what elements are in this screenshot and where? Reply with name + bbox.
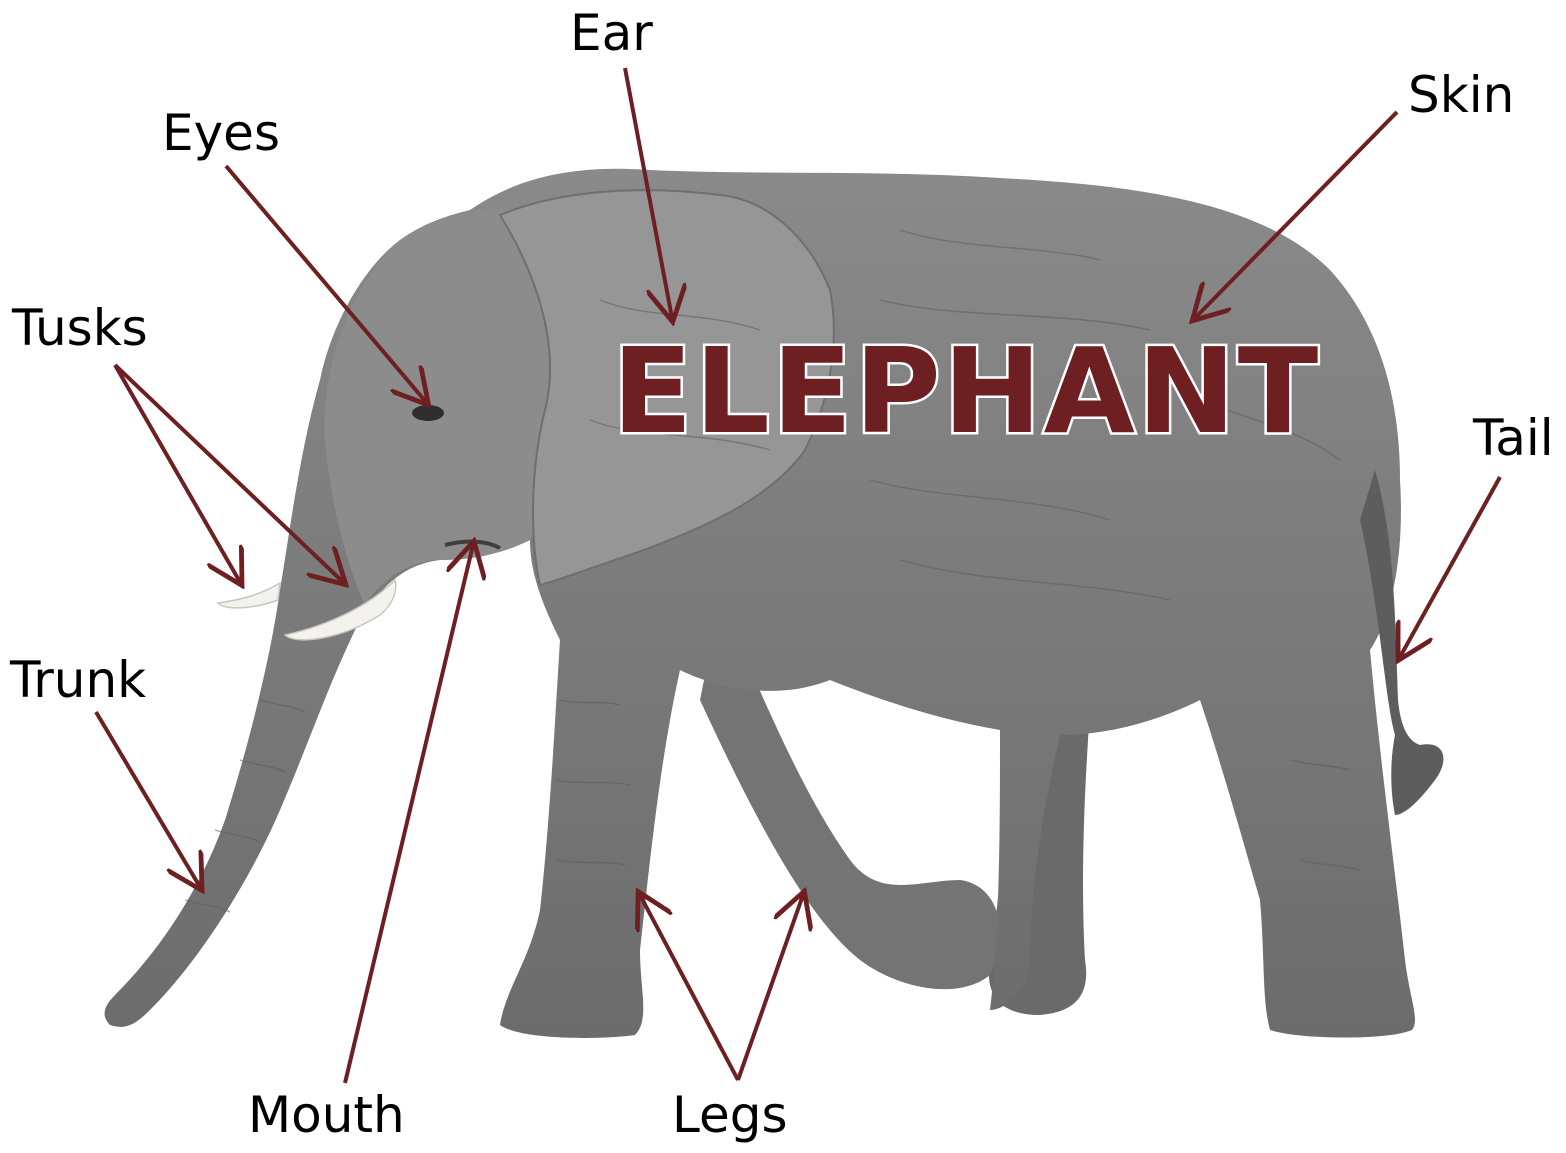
label-tail: Tail — [1472, 409, 1554, 467]
label-mouth: Mouth — [248, 1086, 405, 1144]
legs-arrow-right — [738, 895, 803, 1080]
trunk-arrow — [96, 712, 200, 887]
mouth-arrow — [345, 545, 473, 1083]
label-skin: Skin — [1408, 66, 1514, 124]
elephant-tusk-left — [218, 583, 280, 608]
tail-arrow — [1400, 477, 1500, 657]
label-eyes: Eyes — [162, 104, 280, 162]
label-tusks: Tusks — [11, 299, 148, 357]
label-legs: Legs — [672, 1086, 788, 1144]
tusks-arrow-left — [115, 365, 240, 582]
legs-arrow-left — [640, 895, 738, 1080]
elephant-eye — [412, 405, 444, 421]
diagram-title: ELEPHANT — [612, 322, 1320, 460]
label-trunk: Trunk — [9, 651, 146, 709]
elephant-illustration — [105, 169, 1444, 1038]
label-ear: Ear — [570, 4, 653, 62]
